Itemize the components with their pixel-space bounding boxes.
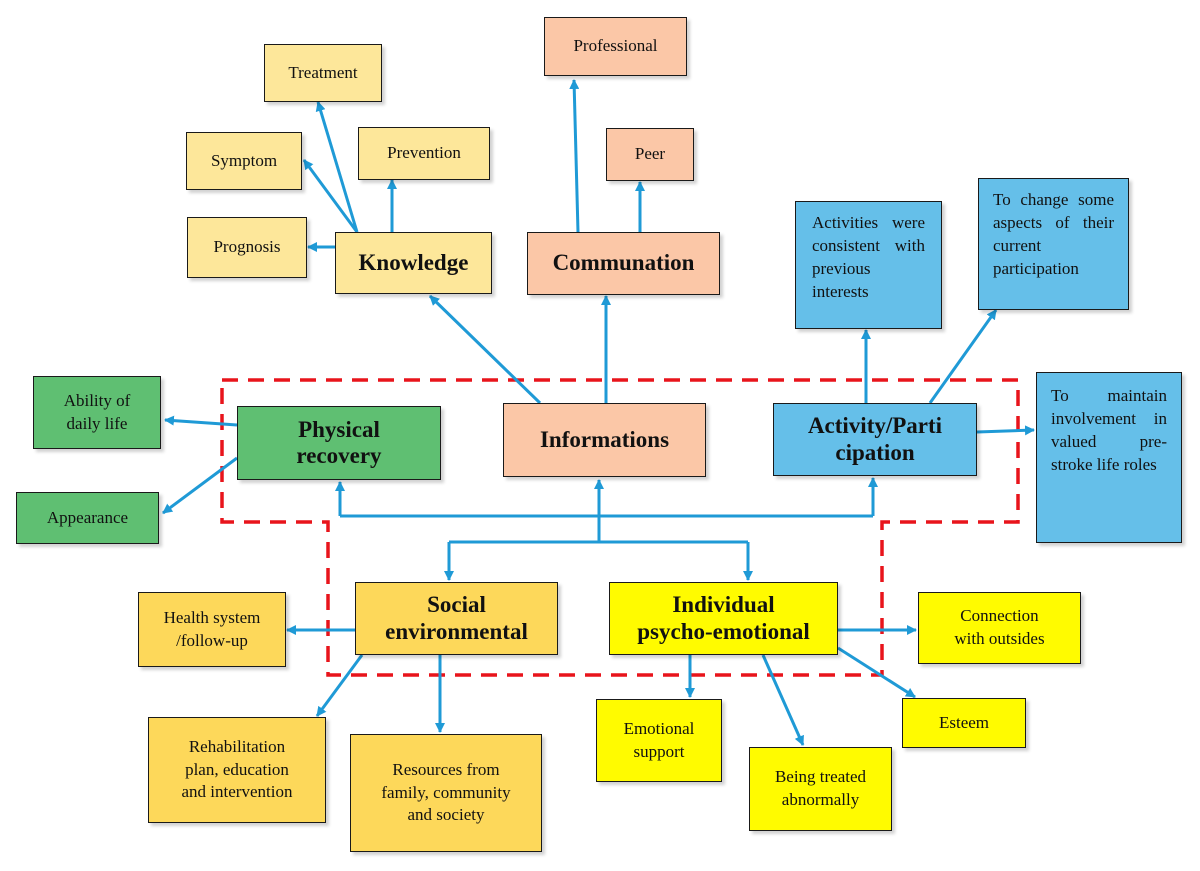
arrow-knowledge-treatment <box>315 101 359 233</box>
arrow-individual-treated <box>761 654 805 746</box>
node-emotional-support: Emotional support <box>596 699 722 782</box>
arrow-comm-professional <box>569 79 580 233</box>
arrow-physical-ability <box>164 415 238 427</box>
node-social-environmental: Social environmental <box>355 582 558 655</box>
node-informations: Informations <box>503 403 706 477</box>
arrow-activity-change <box>928 309 998 404</box>
node-health-system: Health system /follow-up <box>138 592 286 667</box>
arrow-activity-maintain <box>976 425 1035 436</box>
arrow-knowledge-symptom <box>302 159 359 233</box>
connector-arrows <box>162 79 1035 746</box>
node-communation: Communation <box>527 232 720 295</box>
node-ability-daily-life: Ability of daily life <box>33 376 161 449</box>
node-rehabilitation: Rehabilitation plan, education and inter… <box>148 717 326 823</box>
node-maintain-involvement: To maintain involvement in valued pre-st… <box>1036 372 1182 543</box>
node-resources: Resources from family, community and soc… <box>350 734 542 852</box>
node-being-treated: Being treated abnormally <box>749 747 892 831</box>
node-esteem: Esteem <box>902 698 1026 748</box>
node-connection-outsides: Connection with outsides <box>918 592 1081 664</box>
arrow-social-rehab <box>315 654 364 717</box>
node-change-aspects: To change some aspects of their current … <box>978 178 1129 310</box>
node-prognosis: Prognosis <box>187 217 307 278</box>
arrow-individual-esteem <box>837 646 916 699</box>
arrow-info-knowledge <box>428 294 542 405</box>
node-activity-participation: Activity/Parti cipation <box>773 403 977 476</box>
arrow-physical-appearance <box>162 456 238 515</box>
node-physical-recovery: Physical recovery <box>237 406 441 480</box>
node-professional: Professional <box>544 17 687 76</box>
node-peer: Peer <box>606 128 694 181</box>
node-treatment: Treatment <box>264 44 382 102</box>
node-knowledge: Knowledge <box>335 232 492 294</box>
node-appearance: Appearance <box>16 492 159 544</box>
node-individual-psycho-emotional: Individual psycho-emotional <box>609 582 838 655</box>
node-prevention: Prevention <box>358 127 490 180</box>
node-activities-consistent: Activities were consistent with previous… <box>795 201 942 329</box>
node-symptom: Symptom <box>186 132 302 190</box>
